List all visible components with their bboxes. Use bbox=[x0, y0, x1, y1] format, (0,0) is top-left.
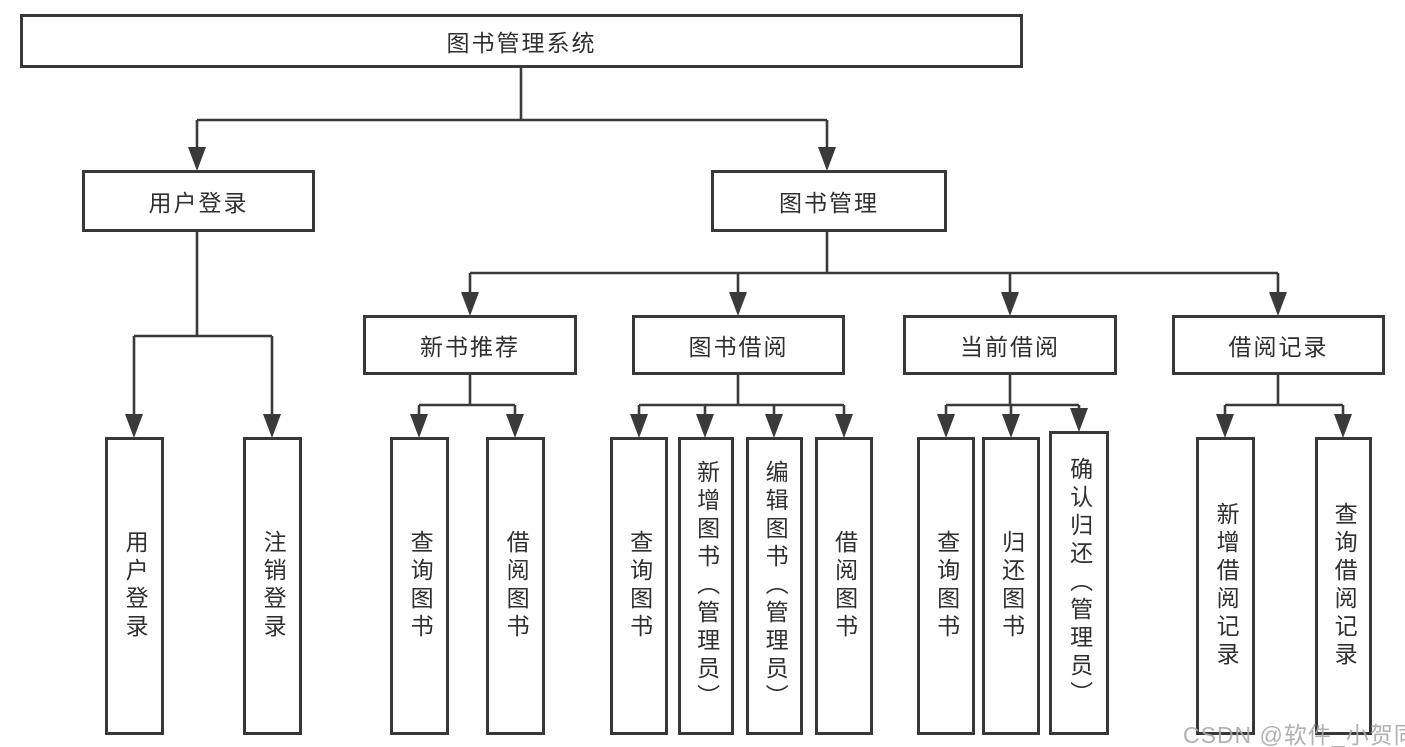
node-user-login: 用户登录 bbox=[82, 170, 315, 232]
node-current-borrow: 当前借阅 bbox=[903, 315, 1117, 375]
leaf-query-borrow-record-label: 查询借阅记录 bbox=[1331, 502, 1358, 670]
node-current-borrow-label: 当前借阅 bbox=[960, 334, 1060, 360]
leaf-query-books-2: 查询图书 bbox=[610, 437, 668, 735]
node-new-book-recommend: 新书推荐 bbox=[363, 315, 577, 375]
node-borrow-records-label: 借阅记录 bbox=[1228, 334, 1329, 360]
leaf-query-borrow-record: 查询借阅记录 bbox=[1315, 437, 1372, 735]
leaf-user-login-label: 用户登录 bbox=[122, 530, 149, 642]
leaf-add-borrow-record: 新增借阅记录 bbox=[1196, 437, 1255, 735]
node-book-borrow-label: 图书借阅 bbox=[688, 334, 789, 360]
node-root-label: 图书管理系统 bbox=[446, 30, 597, 56]
node-borrow-records: 借阅记录 bbox=[1172, 315, 1385, 375]
leaf-logout: 注销登录 bbox=[243, 437, 302, 735]
leaf-borrow-books-1-label: 借阅图书 bbox=[503, 530, 530, 642]
leaf-query-books-2-label: 查询图书 bbox=[626, 530, 653, 642]
leaf-return-books: 归还图书 bbox=[982, 437, 1040, 735]
leaf-add-books-admin-label: 新增图书（管理员） bbox=[693, 460, 720, 712]
node-book-management: 图书管理 bbox=[711, 170, 947, 232]
leaf-borrow-books-1: 借阅图书 bbox=[486, 437, 545, 735]
leaf-borrow-books-2: 借阅图书 bbox=[815, 437, 873, 735]
node-new-book-recommend-label: 新书推荐 bbox=[420, 334, 520, 360]
leaf-edit-books-admin: 编辑图书（管理员） bbox=[746, 437, 803, 735]
leaf-query-books-1: 查询图书 bbox=[390, 437, 449, 735]
leaf-edit-books-admin-label: 编辑图书（管理员） bbox=[762, 460, 789, 712]
leaf-user-login: 用户登录 bbox=[105, 437, 164, 735]
leaf-add-borrow-record-label: 新增借阅记录 bbox=[1213, 502, 1240, 670]
node-user-login-label: 用户登录 bbox=[148, 190, 249, 216]
leaf-logout-label: 注销登录 bbox=[260, 530, 287, 642]
leaf-return-books-label: 归还图书 bbox=[998, 530, 1025, 642]
node-book-borrow: 图书借阅 bbox=[632, 315, 845, 375]
node-book-management-label: 图书管理 bbox=[779, 190, 879, 216]
leaf-query-books-3: 查询图书 bbox=[917, 437, 975, 735]
watermark: CSDN @软件_小贺同学 bbox=[1183, 722, 1405, 747]
leaf-query-books-3-label: 查询图书 bbox=[933, 530, 960, 642]
leaf-confirm-return-admin-label: 确认归还（管理员） bbox=[1066, 457, 1093, 709]
leaf-query-books-1-label: 查询图书 bbox=[407, 530, 434, 642]
leaf-confirm-return-admin: 确认归还（管理员） bbox=[1049, 431, 1109, 735]
leaf-add-books-admin: 新增图书（管理员） bbox=[678, 437, 734, 735]
node-root: 图书管理系统 bbox=[20, 14, 1023, 68]
leaf-borrow-books-2-label: 借阅图书 bbox=[831, 530, 858, 642]
